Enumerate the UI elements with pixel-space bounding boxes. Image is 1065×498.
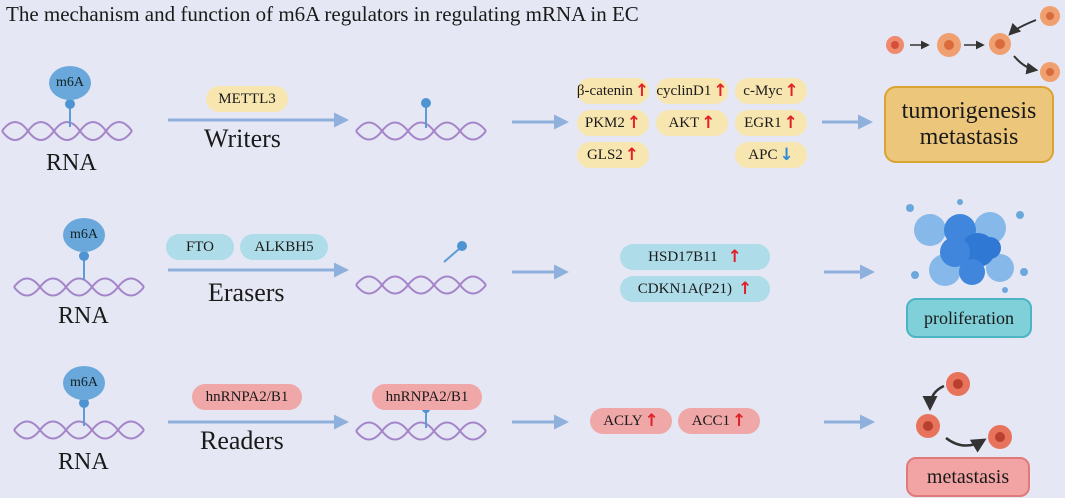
m6a-removed-dot <box>457 241 467 251</box>
m6a-dot <box>65 99 75 109</box>
metastasis-cells-icon <box>916 372 1012 453</box>
outcome-line: metastasis <box>919 123 1019 150</box>
rna-strand-erasers-mid <box>355 275 487 295</box>
target-name: PKM2 <box>584 114 625 131</box>
target-pill: CDKN1A(P21) ↑ <box>620 276 770 302</box>
rna-strand-writers-mid <box>355 121 487 141</box>
category-readers: Readers <box>200 426 284 455</box>
target-pill: AKT↑ <box>656 110 728 136</box>
up-arrow-icon: ↑ <box>783 113 798 133</box>
up-arrow-icon: ↑ <box>737 279 753 299</box>
figure-title: The mechanism and function of m6A regula… <box>6 2 639 26</box>
outcome-proliferation-box: proliferation <box>906 298 1032 338</box>
target-name: cyclinD1 <box>656 82 712 99</box>
outcome-metastasis-box: metastasis <box>906 457 1030 497</box>
outcome-line: tumorigenesis <box>901 98 1037 125</box>
m6a-bubble-readers: m6A <box>63 366 105 400</box>
target-pill: HSD17B11 ↑ <box>620 244 770 270</box>
target-pill: ACC1↑ <box>678 408 760 434</box>
cell-cluster-icon <box>906 199 1028 293</box>
target-name: APC <box>748 146 778 163</box>
up-arrow-icon: ↑ <box>727 247 742 267</box>
target-pill: PKM2↑ <box>577 110 649 136</box>
up-arrow-icon: ↑ <box>626 113 642 133</box>
up-arrow-icon: ↑ <box>713 81 728 101</box>
up-arrow-icon: ↑ <box>701 113 716 133</box>
m6a-removed-stalk <box>443 248 460 263</box>
target-pill: APC↓ <box>735 142 807 168</box>
target-pill: c-Myc↑ <box>735 78 807 104</box>
target-name: c-Myc <box>743 82 783 99</box>
rna-label-readers: RNA <box>58 449 109 475</box>
rna-strand-erasers-left <box>13 277 145 297</box>
m6a-bubble-erasers: m6A <box>63 218 105 252</box>
rna-strand-readers-mid <box>355 421 487 441</box>
m6a-dot <box>79 251 89 261</box>
target-pill: ACLY↑ <box>590 408 672 434</box>
bound-reader-pill: hnRNPA2/B1 <box>372 384 482 410</box>
target-name: ACC1 <box>691 412 731 429</box>
target-pill: GLS2↑ <box>577 142 649 168</box>
target-name: β-catenin <box>576 82 633 99</box>
rna-strand-readers-left <box>13 420 145 440</box>
target-pill: EGR1↑ <box>735 110 807 136</box>
target-pill: cyclinD1↑ <box>656 78 728 104</box>
target-name: EGR1 <box>744 114 782 131</box>
writer-pill-mettl3: METTL3 <box>206 86 288 112</box>
target-name: CDKN1A(P21) <box>637 280 732 297</box>
m6a-bubble-writers: m6A <box>49 66 91 100</box>
down-arrow-icon: ↓ <box>779 145 794 165</box>
m6a-dot <box>79 398 89 408</box>
eraser-pill-fto: FTO <box>166 234 234 260</box>
up-arrow-icon: ↑ <box>624 145 640 165</box>
up-arrow-icon: ↑ <box>784 81 799 101</box>
category-writers: Writers <box>204 124 281 153</box>
tumor-cells-icon <box>886 6 1060 82</box>
reader-pill-hnrnpa2b1: hnRNPA2/B1 <box>192 384 302 410</box>
rna-label-erasers: RNA <box>58 303 109 329</box>
m6a-dot-modified <box>421 98 431 108</box>
category-erasers: Erasers <box>208 278 285 307</box>
eraser-pill-alkbh5: ALKBH5 <box>240 234 328 260</box>
up-arrow-icon: ↑ <box>732 411 747 431</box>
target-name: ACLY <box>603 412 643 429</box>
target-name: GLS2 <box>586 146 623 163</box>
up-arrow-icon: ↑ <box>644 411 659 431</box>
rna-label-writers: RNA <box>46 150 97 176</box>
target-name: HSD17B11 <box>648 248 718 265</box>
up-arrow-icon: ↑ <box>634 81 650 101</box>
target-name: AKT <box>668 114 700 131</box>
rna-strand-writers-left <box>1 121 133 141</box>
target-pill: β-catenin↑ <box>577 78 649 104</box>
